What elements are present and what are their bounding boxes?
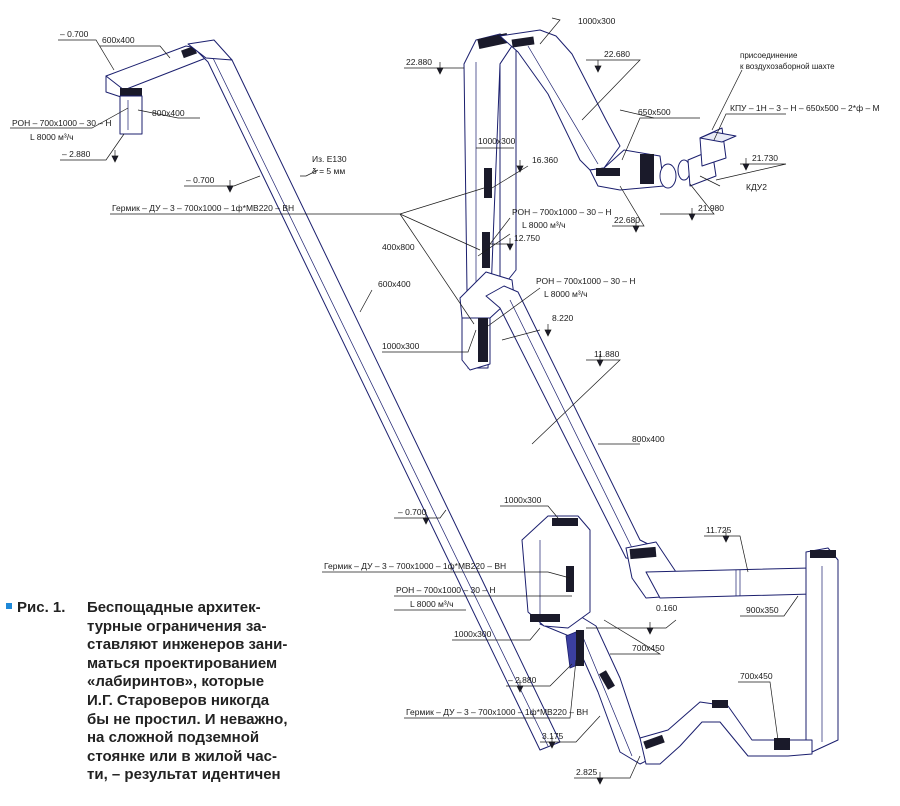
elevation-label: 2.825 [576,767,598,777]
flow-label: L 8000 м³/ч [522,220,566,230]
caption-prefix: Рис. 1. [17,599,66,616]
caption-line: Беспощадные архитек- [87,599,261,616]
duct-size-label: 800x400 [632,434,665,444]
duct-size-label: 600x400 [378,279,411,289]
elevation-label: 11.725 [706,525,732,535]
elevation-label: – 2.880 [62,149,91,159]
kdu2-damper [640,154,654,184]
figure-caption: Рис. 1. Беспощадные архитек- турные огра… [6,599,306,785]
duct-size-label: 1000x300 [454,629,492,639]
valve-spec-label: РОН – 700x1000 – 30 – Н [396,585,496,595]
elevation-label: – 2.880 [508,675,537,685]
duct-size-label: 600x400 [102,35,135,45]
connection-label: к воздухозаборной шахте [740,62,835,71]
germik-spec-label: Гермик – ДУ – 3 – 700x1000 – 1ф*МВ220 – … [324,561,506,571]
caption-line: на сложной подземной [87,729,260,747]
valve-hatch [482,232,490,268]
germik-spec-label: Гермик – ДУ – 3 – 700x1000 – 1ф*МВ220 – … [112,203,294,213]
elevation-label: – 0.700 [398,507,427,517]
caption-bullet-icon [6,603,12,610]
caption-line: И.Г. Староверов никогда [87,691,270,709]
germik-spec-label: Гермик – ДУ – 3 – 700x1000 – 1ф*МВ220 – … [406,707,588,717]
connection-label: присоединение [740,51,798,60]
elevation-label: 8.220 [552,313,574,323]
kdu2-label: КДУ2 [746,182,767,192]
elevation-label: 22.680 [604,49,630,59]
elevation-label: 21.980 [698,203,724,213]
valve-spec-label: РОН – 700x1000 – 30 – Н [512,207,612,217]
duct-size-label: 900x350 [746,605,779,615]
elevation-label: – 0.700 [60,29,89,39]
kpu-spec-label: КПУ – 1Н – 3 – Н – 650x500 – 2*ф – М [730,103,880,113]
elevation-label: 3.175 [542,731,564,741]
duct-diagonal-600x400 [187,39,561,751]
flow-label: L 8000 м³/ч [410,599,454,609]
valve-spec-label: РОН – 700x1000 – 30 – Н [12,118,112,128]
elevation-label: 21.730 [752,153,778,163]
insulation-label: Из. Е130 [312,154,347,164]
duct-size-label: 400x800 [382,242,415,252]
caption-line: маться проектированием [87,654,278,672]
duct-horizontal-900x350 [645,547,839,753]
valve-spec-label: РОН – 700x1000 – 30 – Н [536,276,636,286]
caption-line: ставляют инженеров зани- [87,636,288,654]
duct-top-right-run [499,29,737,191]
caption-line: стоянке или в жилой час- [87,747,277,765]
elevation-label: 12.750 [514,233,540,243]
caption-line: бы не простил. И неважно, [87,710,288,728]
duct-size-label: 1000x300 [478,136,516,146]
elevation-label: 0.160 [656,603,678,613]
duct-lower-zigzag [539,609,813,765]
duct-size-label: 1000x300 [382,341,420,351]
duct-size-label: 1000x300 [504,495,542,505]
flow-label: L 8000 м³/ч [544,289,588,299]
caption-line: турные ограничения за- [87,617,267,635]
elevation-label: 22.680 [614,215,640,225]
caption-body: Беспощадные архитек- турные ограничения … [87,599,306,785]
elevation-label: 22.880 [406,57,432,67]
valve-hatch [484,168,492,198]
caption-line: «лабиринтов», которые [87,673,265,691]
diagram-labels: – 0.700 600x400 800x400 РОН – 700x1000 –… [12,16,880,777]
duct-size-label: 700x450 [740,671,773,681]
duct-lower-riser [521,515,615,690]
intake-box-top-left [105,45,207,135]
damper-hatch [120,88,142,96]
valve-hatch [566,566,574,592]
leader-lines [10,17,799,785]
elevation-label: 11.880 [594,349,620,359]
insulation-thickness-label: δ = 5 мм [312,166,345,176]
duct-size-label: 650x500 [638,107,671,117]
duct-size-label: 1000x300 [578,16,616,26]
duct-size-label: 800x400 [152,108,185,118]
flow-label: L 8000 м³/ч [30,132,74,142]
elevation-label: 16.360 [532,155,558,165]
duct-size-label: 700x450 [632,643,665,653]
caption-line: ти, – результат идентичен [87,766,281,784]
elevation-label: – 0.700 [186,175,215,185]
